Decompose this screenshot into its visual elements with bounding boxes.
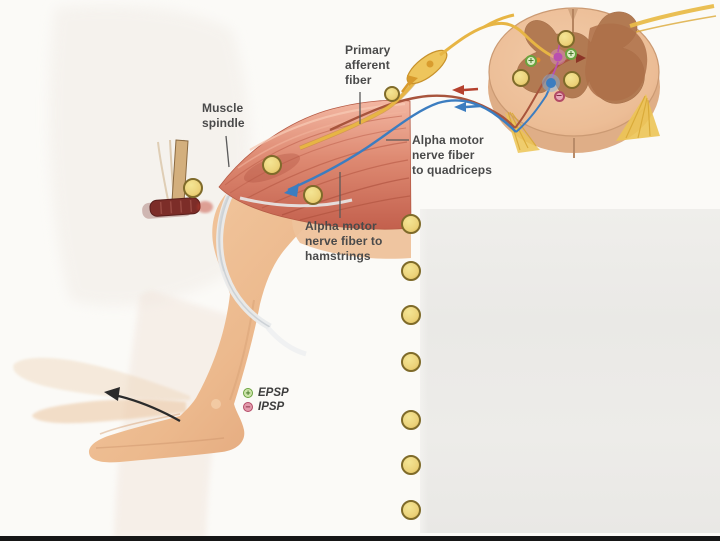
diagram-marker-answer-point-5[interactable]	[401, 410, 421, 430]
epsp-synapse-icon: +	[565, 48, 577, 60]
legend-label-epsp: EPSP	[258, 387, 289, 399]
label-muscle-spindle: Muscle spindle	[202, 101, 245, 130]
diagram-marker-answer-point-7[interactable]	[401, 500, 421, 520]
reflex-hammer-icon	[142, 139, 213, 219]
ipsp-dot-icon: −	[243, 402, 253, 412]
leader-lines	[225, 92, 409, 218]
diagram-marker-muscle-spindle-point[interactable]	[262, 155, 282, 175]
legend-row-epsp: + EPSP	[243, 386, 289, 400]
legend-row-ipsp: − IPSP	[243, 400, 289, 414]
kick-arrow	[104, 387, 181, 423]
diagram-marker-answer-point-1[interactable]	[401, 214, 421, 234]
diagram-marker-answer-point-6[interactable]	[401, 455, 421, 475]
label-alpha-motor-hamstrings: Alpha motor nerve fiber to hamstrings	[305, 219, 383, 263]
legend: + EPSP − IPSP	[243, 386, 289, 414]
patellar-tendon	[216, 192, 307, 357]
diagram-marker-spinal-cord-left-point[interactable]	[512, 69, 530, 87]
nerve-fibers	[284, 21, 586, 197]
epsp-dot-icon: +	[243, 388, 253, 398]
legend-label-ipsp: IPSP	[258, 401, 285, 413]
bottom-border	[0, 536, 720, 541]
epsp-synapse-icon: +	[525, 55, 537, 67]
diagram-marker-afferent-fiber-point[interactable]	[384, 86, 400, 102]
diagram-marker-answer-point-4[interactable]	[401, 352, 421, 372]
diagram-marker-answer-point-2[interactable]	[401, 261, 421, 281]
diagram-marker-hamstring-fiber-point[interactable]	[303, 185, 323, 205]
diagram-marker-patellar-tendon-point[interactable]	[183, 178, 203, 198]
label-primary-afferent-fiber: Primary afferent fiber	[345, 43, 391, 87]
label-alpha-motor-quadriceps: Alpha motor nerve fiber to quadriceps	[412, 133, 492, 177]
diagram-marker-spinal-cord-right-point[interactable]	[563, 71, 581, 89]
diagram-marker-spinal-cord-top-point[interactable]	[557, 30, 575, 48]
diagram-marker-answer-point-3[interactable]	[401, 305, 421, 325]
answer-panel	[420, 209, 720, 533]
thigh-skin	[292, 219, 411, 259]
ipsp-synapse-icon: −	[553, 90, 565, 102]
